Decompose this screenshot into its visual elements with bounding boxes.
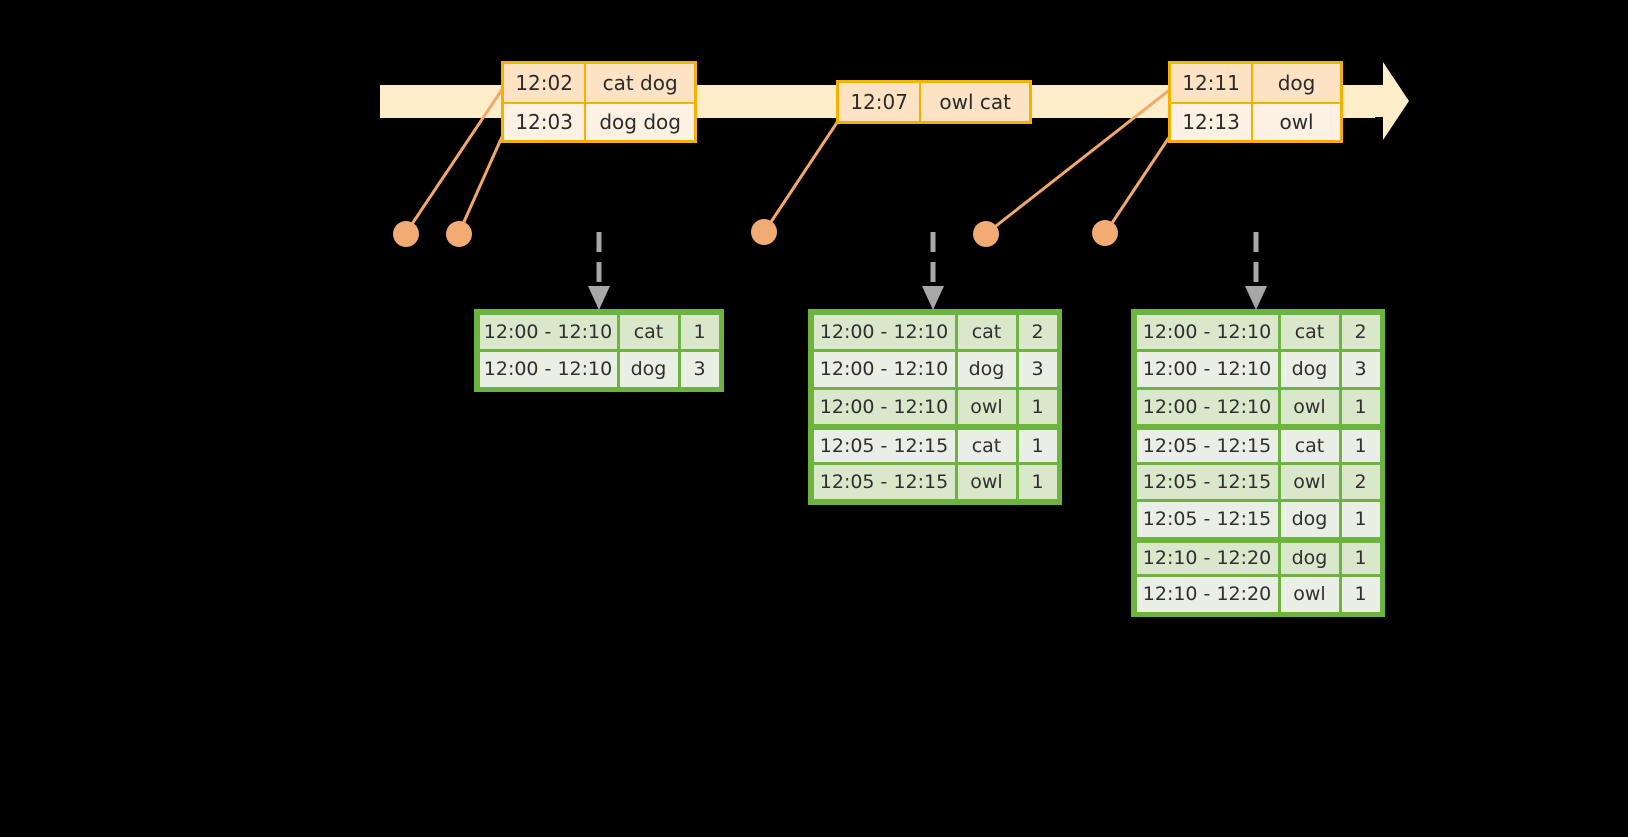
event-body: dog xyxy=(1277,71,1316,95)
emit-arrow-1-icon xyxy=(587,232,611,312)
count-cell: 2 xyxy=(1018,314,1057,349)
window-cell: 12:00 - 12:10 xyxy=(813,389,955,424)
event-time: 12:02 xyxy=(504,64,587,102)
count-cell: 1 xyxy=(1341,502,1380,537)
event-body: cat dog xyxy=(602,71,678,95)
event-time: 12:13 xyxy=(1171,104,1254,140)
window-cell: 12:10 - 12:20 xyxy=(1136,577,1278,612)
event-group-3: 12:11 dog 12:13 owl xyxy=(1168,61,1343,143)
window-cell: 12:05 - 12:15 xyxy=(1136,430,1278,462)
window-cell: 12:00 - 12:10 xyxy=(1136,314,1278,349)
key-cell: dog xyxy=(957,352,1016,387)
window-cell: 12:05 - 12:15 xyxy=(1136,502,1278,537)
event-time: 12:03 xyxy=(504,104,587,140)
key-cell: cat xyxy=(957,430,1016,462)
window-cell: 12:00 - 12:10 xyxy=(813,352,955,387)
count-cell: 3 xyxy=(1018,352,1057,387)
event-group-1: 12:02 cat dog 12:03 dog dog xyxy=(501,61,697,143)
event-time: 12:11 xyxy=(1171,64,1254,102)
emit-arrow-3-icon xyxy=(1244,232,1268,312)
count-cell: 1 xyxy=(1018,430,1057,462)
key-cell: dog xyxy=(1280,502,1339,537)
window-cell: 12:05 - 12:15 xyxy=(813,464,955,499)
event-row: 12:02 cat dog xyxy=(504,64,694,102)
event-time: 12:07 xyxy=(839,83,922,121)
event-row: 12:13 owl xyxy=(1171,102,1340,140)
event-row: 12:11 dog xyxy=(1171,64,1340,102)
key-cell: cat xyxy=(957,314,1016,349)
count-cell: 1 xyxy=(680,314,719,349)
window-cell: 12:05 - 12:15 xyxy=(813,430,955,462)
count-cell: 1 xyxy=(1341,577,1380,612)
event-body: owl cat xyxy=(939,90,1011,114)
key-cell: owl xyxy=(957,464,1016,499)
event-body: dog dog xyxy=(599,110,681,134)
key-cell: owl xyxy=(1280,389,1339,424)
key-cell: cat xyxy=(619,314,678,349)
count-cell: 1 xyxy=(1018,464,1057,499)
count-cell: 2 xyxy=(1341,464,1380,499)
emit-arrow-2-icon xyxy=(921,232,945,312)
key-cell: dog xyxy=(1280,542,1339,574)
event-group-2: 12:07 owl cat xyxy=(836,80,1032,124)
count-cell: 3 xyxy=(1341,352,1380,387)
window-cell: 12:05 - 12:15 xyxy=(1136,464,1278,499)
event-body: owl xyxy=(1279,110,1314,134)
key-cell: owl xyxy=(1280,464,1339,499)
timeline-arrow-icon xyxy=(1355,62,1409,140)
event-row: 12:03 dog dog xyxy=(504,102,694,140)
window-cell: 12:00 - 12:10 xyxy=(479,314,617,349)
key-cell: dog xyxy=(1280,352,1339,387)
window-cell: 12:10 - 12:20 xyxy=(1136,542,1278,574)
key-cell: owl xyxy=(1280,577,1339,612)
count-cell: 2 xyxy=(1341,314,1380,349)
window-cell: 12:00 - 12:10 xyxy=(1136,389,1278,424)
key-cell: owl xyxy=(957,389,1016,424)
key-cell: cat xyxy=(1280,430,1339,462)
count-cell: 1 xyxy=(1341,542,1380,574)
key-cell: dog xyxy=(619,352,678,387)
count-cell: 1 xyxy=(1341,430,1380,462)
window-cell: 12:00 - 12:10 xyxy=(813,314,955,349)
count-cell: 1 xyxy=(1018,389,1057,424)
event-row: 12:07 owl cat xyxy=(839,83,1029,121)
count-cell: 1 xyxy=(1341,389,1380,424)
count-cell: 3 xyxy=(680,352,719,387)
window-cell: 12:00 - 12:10 xyxy=(479,352,617,387)
window-cell: 12:00 - 12:10 xyxy=(1136,352,1278,387)
key-cell: cat xyxy=(1280,314,1339,349)
